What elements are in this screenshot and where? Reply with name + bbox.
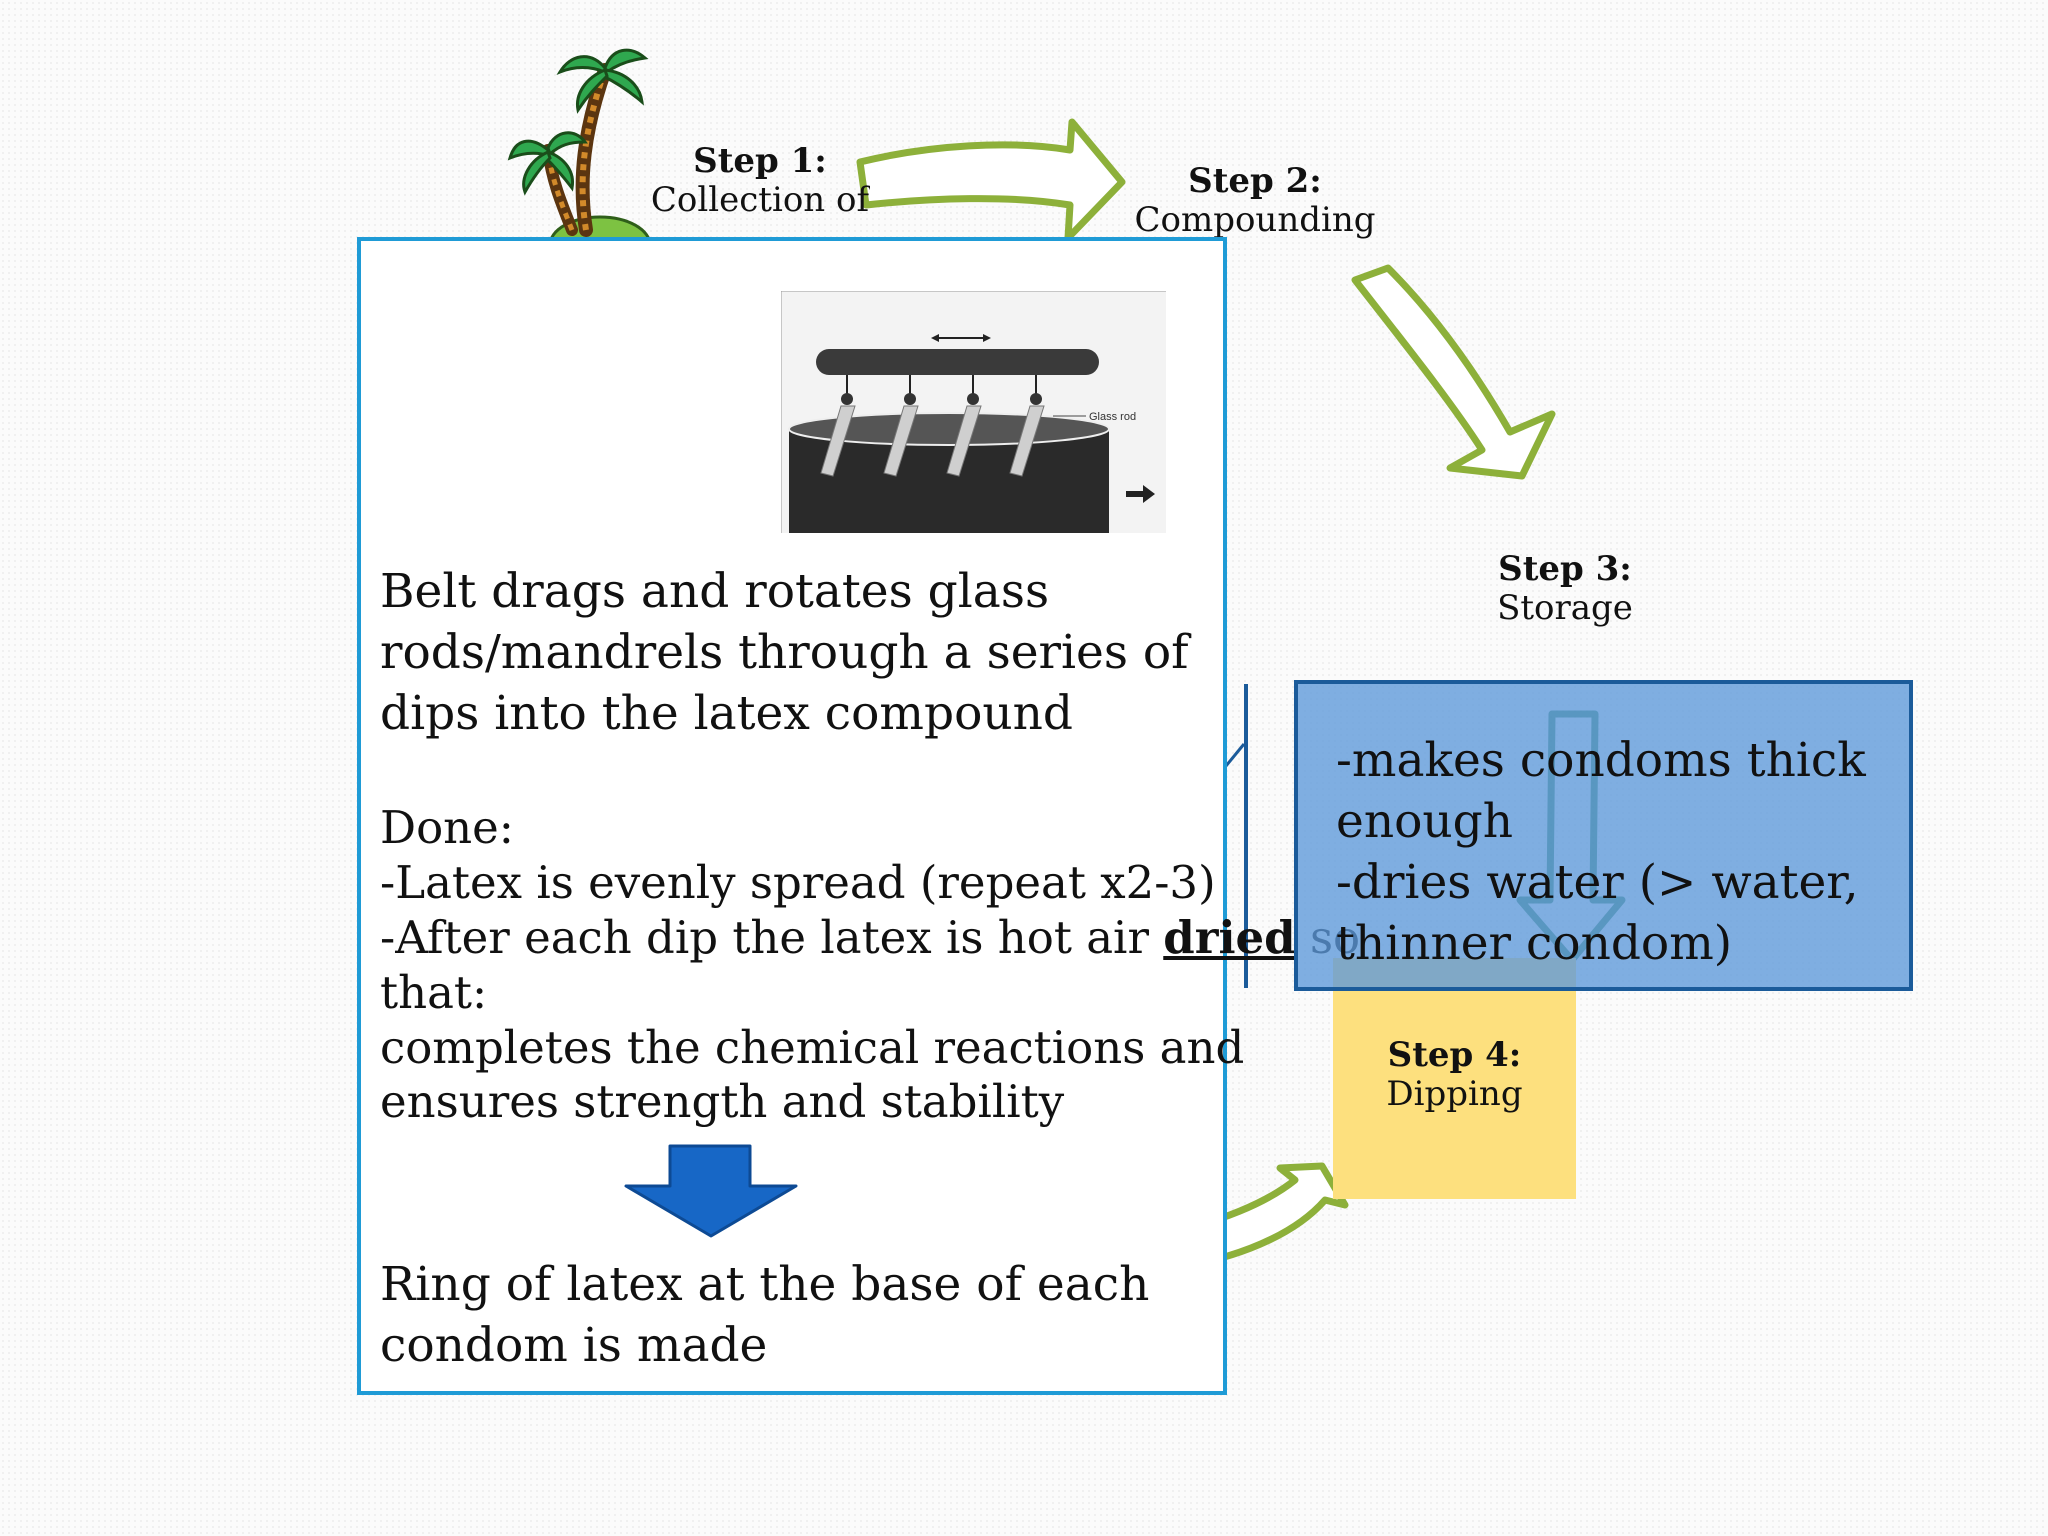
glass-rod-caption: Glass rod <box>1089 411 1136 423</box>
step4-name: Dipping <box>1386 1074 1523 1115</box>
down-arrow-icon <box>624 1144 798 1238</box>
done-line-5: ensures strength and stability <box>380 1075 1065 1129</box>
dipping-detail-popup: Glass rod Belt drags and rotates glass r… <box>357 237 1360 1395</box>
step3-name: Storage <box>1497 588 1633 629</box>
step1-number: Step 1: <box>693 142 827 181</box>
done-line-2-start: -After each dip the latex is hot air <box>380 910 1164 964</box>
step4-label: Step 4: Dipping <box>1333 1035 1576 1115</box>
done-list: Done: -Latex is evenly spread (repeat x2… <box>380 801 1360 1130</box>
step2-label: Step 2: Compounding <box>1120 162 1390 246</box>
process-description: Belt drags and rotates glass rods/mandre… <box>380 564 1189 742</box>
dipping-machine-figure: Glass rod <box>781 291 1166 533</box>
done-line-4: completes the chemical reactions and <box>380 1020 1245 1074</box>
done-line-3: that: <box>380 965 488 1019</box>
callout-line-1: -makes condoms thick <box>1336 733 1866 788</box>
done-line-2: -After each dip the latex is hot air dri… <box>380 910 1360 966</box>
dried-emphasis: dried <box>1163 910 1296 964</box>
step2-number: Step 2: <box>1188 162 1322 201</box>
step3-label: Step 3: Storage <box>1450 549 1680 629</box>
callout-line-2: enough <box>1336 794 1514 850</box>
callout-line-4: thinner condom) <box>1336 916 1733 972</box>
callout-line-3: -dries water (> water, <box>1336 855 1859 911</box>
arrow-step2-to-step3-icon <box>1351 264 1556 480</box>
step1-name: Collection of <box>650 180 870 221</box>
step2-name: Compounding <box>1134 200 1376 241</box>
result-text: Ring of latex at the base of each condom… <box>380 1257 1150 1374</box>
step1-label: Step 1: Collection of <box>650 142 870 238</box>
done-title: Done: <box>380 801 514 854</box>
drying-purpose-callout: -makes condoms thick enough -dries water… <box>1294 680 1913 991</box>
callout-text: -makes condoms thick enough -dries water… <box>1336 730 1896 974</box>
step4-sticky-note <box>1333 958 1576 1199</box>
step3-number: Step 3: <box>1498 549 1632 589</box>
arrow-step1-to-step2-icon <box>856 118 1126 242</box>
done-line-1: -Latex is evenly spread (repeat x2-3) <box>380 855 1216 909</box>
step4-number: Step 4: <box>1387 1035 1522 1075</box>
